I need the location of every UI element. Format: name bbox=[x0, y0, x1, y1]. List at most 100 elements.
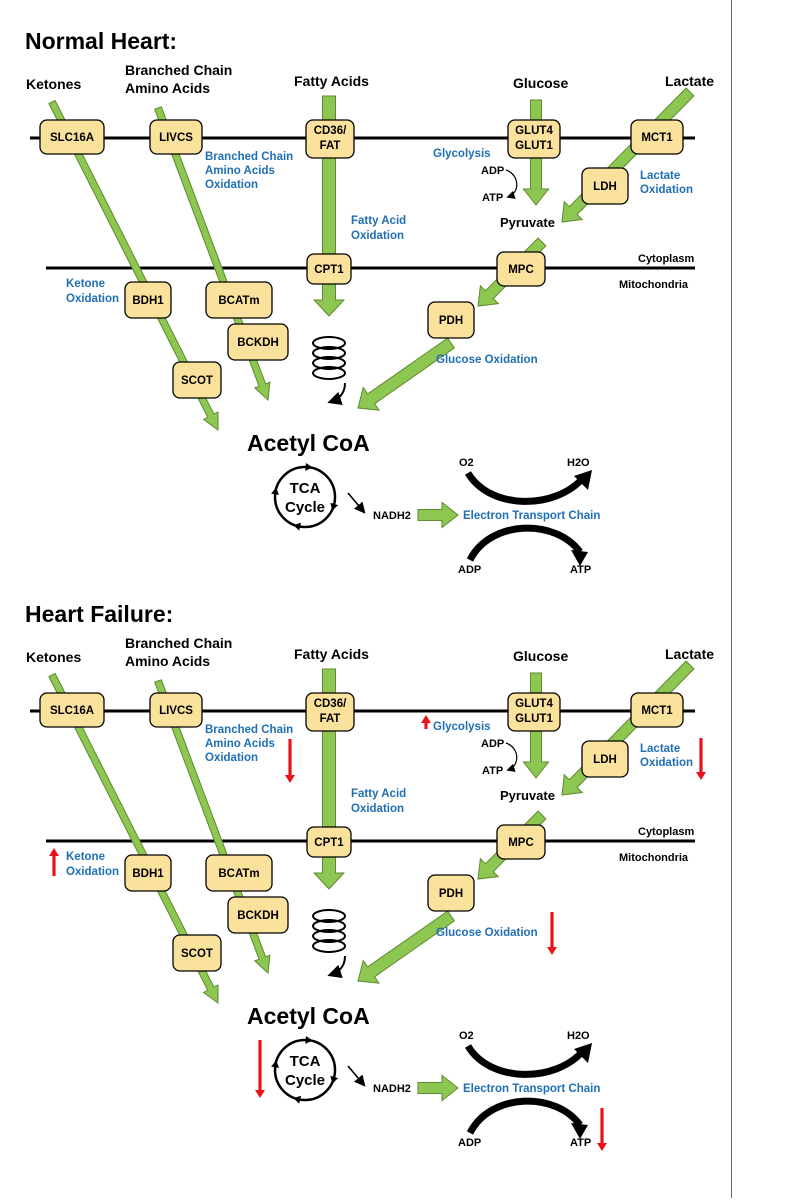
adp-label: ADP bbox=[458, 1137, 481, 1149]
o2-label: O2 bbox=[459, 1030, 474, 1042]
cd36-box bbox=[305, 119, 355, 159]
livcs-label: LIVCS bbox=[159, 132, 193, 144]
acetyl-coa-label: Acetyl CoA bbox=[247, 430, 370, 456]
tca-arrowhead bbox=[330, 502, 339, 511]
bdh1-box bbox=[124, 281, 172, 319]
spiral-coil bbox=[312, 346, 346, 360]
glut-label-line1: GLUT4 bbox=[515, 125, 553, 137]
ldh-box bbox=[581, 167, 629, 205]
cd36-label-line2: FAT bbox=[320, 140, 341, 152]
slc16a-box bbox=[39, 119, 105, 155]
tca-nadh-arrow bbox=[347, 1065, 366, 1087]
glut-box bbox=[507, 119, 561, 159]
tca-label-line2: Cycle bbox=[285, 1072, 325, 1089]
cpt1-box bbox=[306, 826, 352, 858]
glycolysis-atp-arrow bbox=[505, 169, 518, 199]
mct1-label: MCT1 bbox=[641, 132, 673, 144]
cytoplasm-label: Cytoplasm bbox=[638, 253, 694, 265]
atp-small-label: ATP bbox=[482, 192, 503, 204]
mitochondria-label: Mitochondria bbox=[619, 852, 689, 864]
bcaa-oxidation-line3: Oxidation bbox=[205, 752, 258, 764]
pdh-arrow bbox=[357, 910, 456, 984]
atp-label: ATP bbox=[570, 564, 591, 576]
source-bcaa-line2: Amino Acids bbox=[125, 653, 210, 669]
tca-label-line1: TCA bbox=[290, 480, 321, 497]
source-lactate: Lactate bbox=[665, 646, 714, 662]
source-bcaa-line1: Branched Chain bbox=[125, 635, 232, 651]
tca-arrowhead bbox=[293, 522, 302, 531]
atp-down-arrow-head bbox=[597, 1143, 607, 1151]
tca-arrowhead bbox=[271, 487, 280, 495]
spiral-coil bbox=[312, 909, 346, 923]
spiral-coil bbox=[312, 366, 346, 380]
atp-small-label: ATP bbox=[482, 765, 503, 777]
spiral-tail bbox=[327, 382, 346, 406]
bdh1-label: BDH1 bbox=[132, 295, 164, 307]
tca-cycle-icon bbox=[271, 462, 339, 531]
bcaa-oxidation-down-arrow-head bbox=[285, 775, 295, 783]
bcaa-oxidation-line2: Amino Acids bbox=[205, 738, 275, 750]
mpc-box bbox=[496, 251, 546, 287]
atp-label: ATP bbox=[570, 1137, 591, 1149]
lactate-oxidation-down-arrow-head bbox=[696, 772, 706, 780]
nadh-etc-arrow bbox=[417, 501, 459, 529]
h2o-label: H2O bbox=[567, 457, 590, 469]
source-ketones: Ketones bbox=[26, 649, 81, 665]
pdh-arrow bbox=[357, 337, 456, 411]
slc16a-label: SLC16A bbox=[50, 705, 94, 717]
cpt1-label: CPT1 bbox=[314, 264, 344, 276]
glycolysis-up-arrow bbox=[421, 715, 431, 729]
source-fatty-acids: Fatty Acids bbox=[294, 646, 369, 662]
bcaa-oxidation-line3: Oxidation bbox=[205, 179, 258, 191]
bcaa-oxidation-down-arrow bbox=[285, 739, 295, 783]
ketone-oxidation-up-arrow-head bbox=[49, 848, 59, 856]
tca-circle bbox=[273, 1038, 337, 1102]
bdh1-label: BDH1 bbox=[132, 868, 164, 880]
tca-arrowhead bbox=[293, 1095, 302, 1104]
lactate-arrow bbox=[561, 660, 695, 796]
source-bcaa-line1: Branched Chain bbox=[125, 62, 232, 78]
bcatm-label: BCATm bbox=[218, 868, 259, 880]
pdh-label: PDH bbox=[439, 888, 463, 900]
ketone-oxidation-up-arrow bbox=[49, 848, 59, 876]
pyruvate-label: Pyruvate bbox=[500, 215, 555, 230]
bckdh-box bbox=[227, 896, 289, 934]
source-ketones: Ketones bbox=[26, 76, 81, 92]
cd36-label-line2: FAT bbox=[320, 713, 341, 725]
glucose-oxidation-down-arrow bbox=[547, 912, 557, 955]
slc16a-label: SLC16A bbox=[50, 132, 94, 144]
lactate-arrow bbox=[561, 87, 695, 223]
adp-atp-arrowhead bbox=[571, 1123, 588, 1139]
adp-label: ADP bbox=[458, 564, 481, 576]
o2-h2o-arc bbox=[464, 471, 586, 505]
tca-arrowhead bbox=[271, 1060, 280, 1068]
source-lactate: Lactate bbox=[665, 73, 714, 89]
ketone-oxidation-line2: Oxidation bbox=[66, 293, 119, 305]
bcaa-oxidation-line1: Branched Chain bbox=[205, 724, 293, 736]
adp-small-label: ADP bbox=[481, 165, 504, 177]
spiral-coil bbox=[312, 356, 346, 370]
lactate-oxidation-line1: Lactate bbox=[640, 743, 680, 755]
acetyl-coa-label: Acetyl CoA bbox=[247, 1003, 370, 1029]
scot-box bbox=[172, 934, 222, 972]
fatty-acid-oxidation-line1: Fatty Acid bbox=[351, 215, 406, 227]
glut-label-line2: GLUT1 bbox=[515, 140, 553, 152]
nadh2-label: NADH2 bbox=[373, 510, 411, 522]
figure-frame bbox=[731, 0, 732, 1198]
mpc-box bbox=[496, 824, 546, 860]
mitochondria-label: Mitochondria bbox=[619, 279, 689, 291]
tca-label-line1: TCA bbox=[290, 1053, 321, 1070]
cpt1-label: CPT1 bbox=[314, 837, 344, 849]
fatty-acid-oxidation-line2: Oxidation bbox=[351, 803, 404, 815]
scot-box bbox=[172, 361, 222, 399]
bcatm-box bbox=[205, 281, 273, 319]
ldh-label: LDH bbox=[593, 181, 617, 193]
source-bcaa-line2: Amino Acids bbox=[125, 80, 210, 96]
glucose-oxidation-label: Glucose Oxidation bbox=[436, 354, 538, 366]
beta-oxidation-spiral-icon bbox=[312, 336, 346, 406]
tca-arrowhead bbox=[305, 1035, 313, 1044]
mct1-box bbox=[630, 119, 684, 155]
livcs-box bbox=[149, 692, 203, 728]
